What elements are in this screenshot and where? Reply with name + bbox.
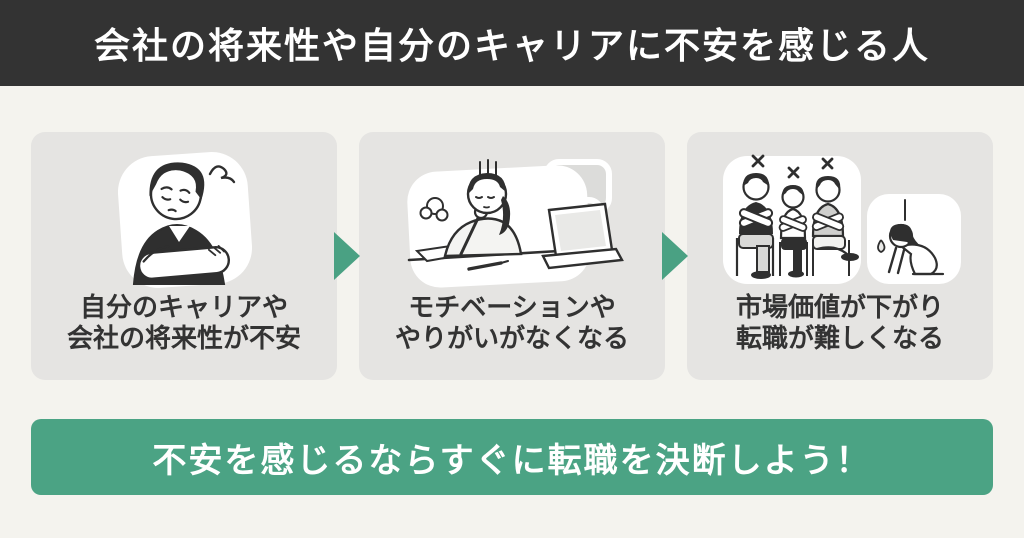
caption-line-2: 会社の将来性が不安 [66, 323, 301, 353]
card-caption: モチベーションや やりがいがなくなる [395, 292, 629, 354]
conclusion-text: 不安を感じるならすぐに転職を決断しよう！ [152, 441, 872, 480]
caption-line-1: モチベーションや [408, 292, 616, 322]
flow-diagram: 自分のキャリアや 会社の将来性が不安 [0, 132, 1024, 380]
caption-line-1: 市場価値が下がり [735, 292, 944, 322]
card-career-anxiety: 自分のキャリアや 会社の将来性が不安 [31, 132, 337, 380]
worried-person-illustration [31, 132, 337, 292]
right-arrow-icon [333, 232, 360, 280]
demotivated-desk-icon [407, 159, 624, 288]
conclusion-banner: 不安を感じるならすぐに転職を決断しよう！ [31, 419, 993, 495]
demotivated-desk-illustration [359, 132, 665, 292]
page-title: 会社の将来性や自分のキャリアに不安を感じる人 [93, 25, 930, 66]
card-caption: 自分のキャリアや 会社の将来性が不安 [67, 292, 301, 354]
rejection-icon [723, 154, 961, 284]
worried-person-icon [117, 151, 253, 288]
caption-line-1: 自分のキャリアや [79, 292, 288, 322]
caption-line-2: やりがいがなくなる [394, 323, 629, 353]
card-lost-motivation: モチベーションや やりがいがなくなる [359, 132, 665, 380]
header-bar: 会社の将来性や自分のキャリアに不安を感じる人 [0, 0, 1024, 86]
caption-line-2: 転職が難しくなる [735, 323, 944, 353]
card-caption: 市場価値が下がり 転職が難しくなる [736, 292, 944, 354]
right-arrow-icon [661, 232, 688, 280]
flow-arrow-1 [333, 132, 360, 380]
flow-arrow-2 [661, 132, 688, 380]
rejection-illustration [687, 132, 993, 292]
card-market-value-drop: 市場価値が下がり 転職が難しくなる [687, 132, 993, 380]
